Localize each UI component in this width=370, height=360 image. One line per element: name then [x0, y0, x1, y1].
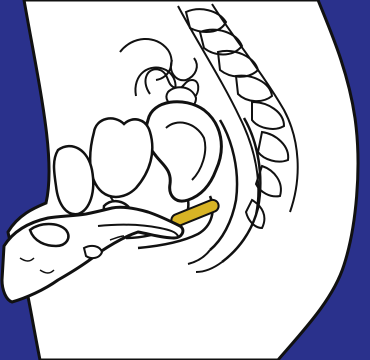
pubic-bone	[54, 146, 93, 214]
fingernail	[84, 246, 102, 258]
